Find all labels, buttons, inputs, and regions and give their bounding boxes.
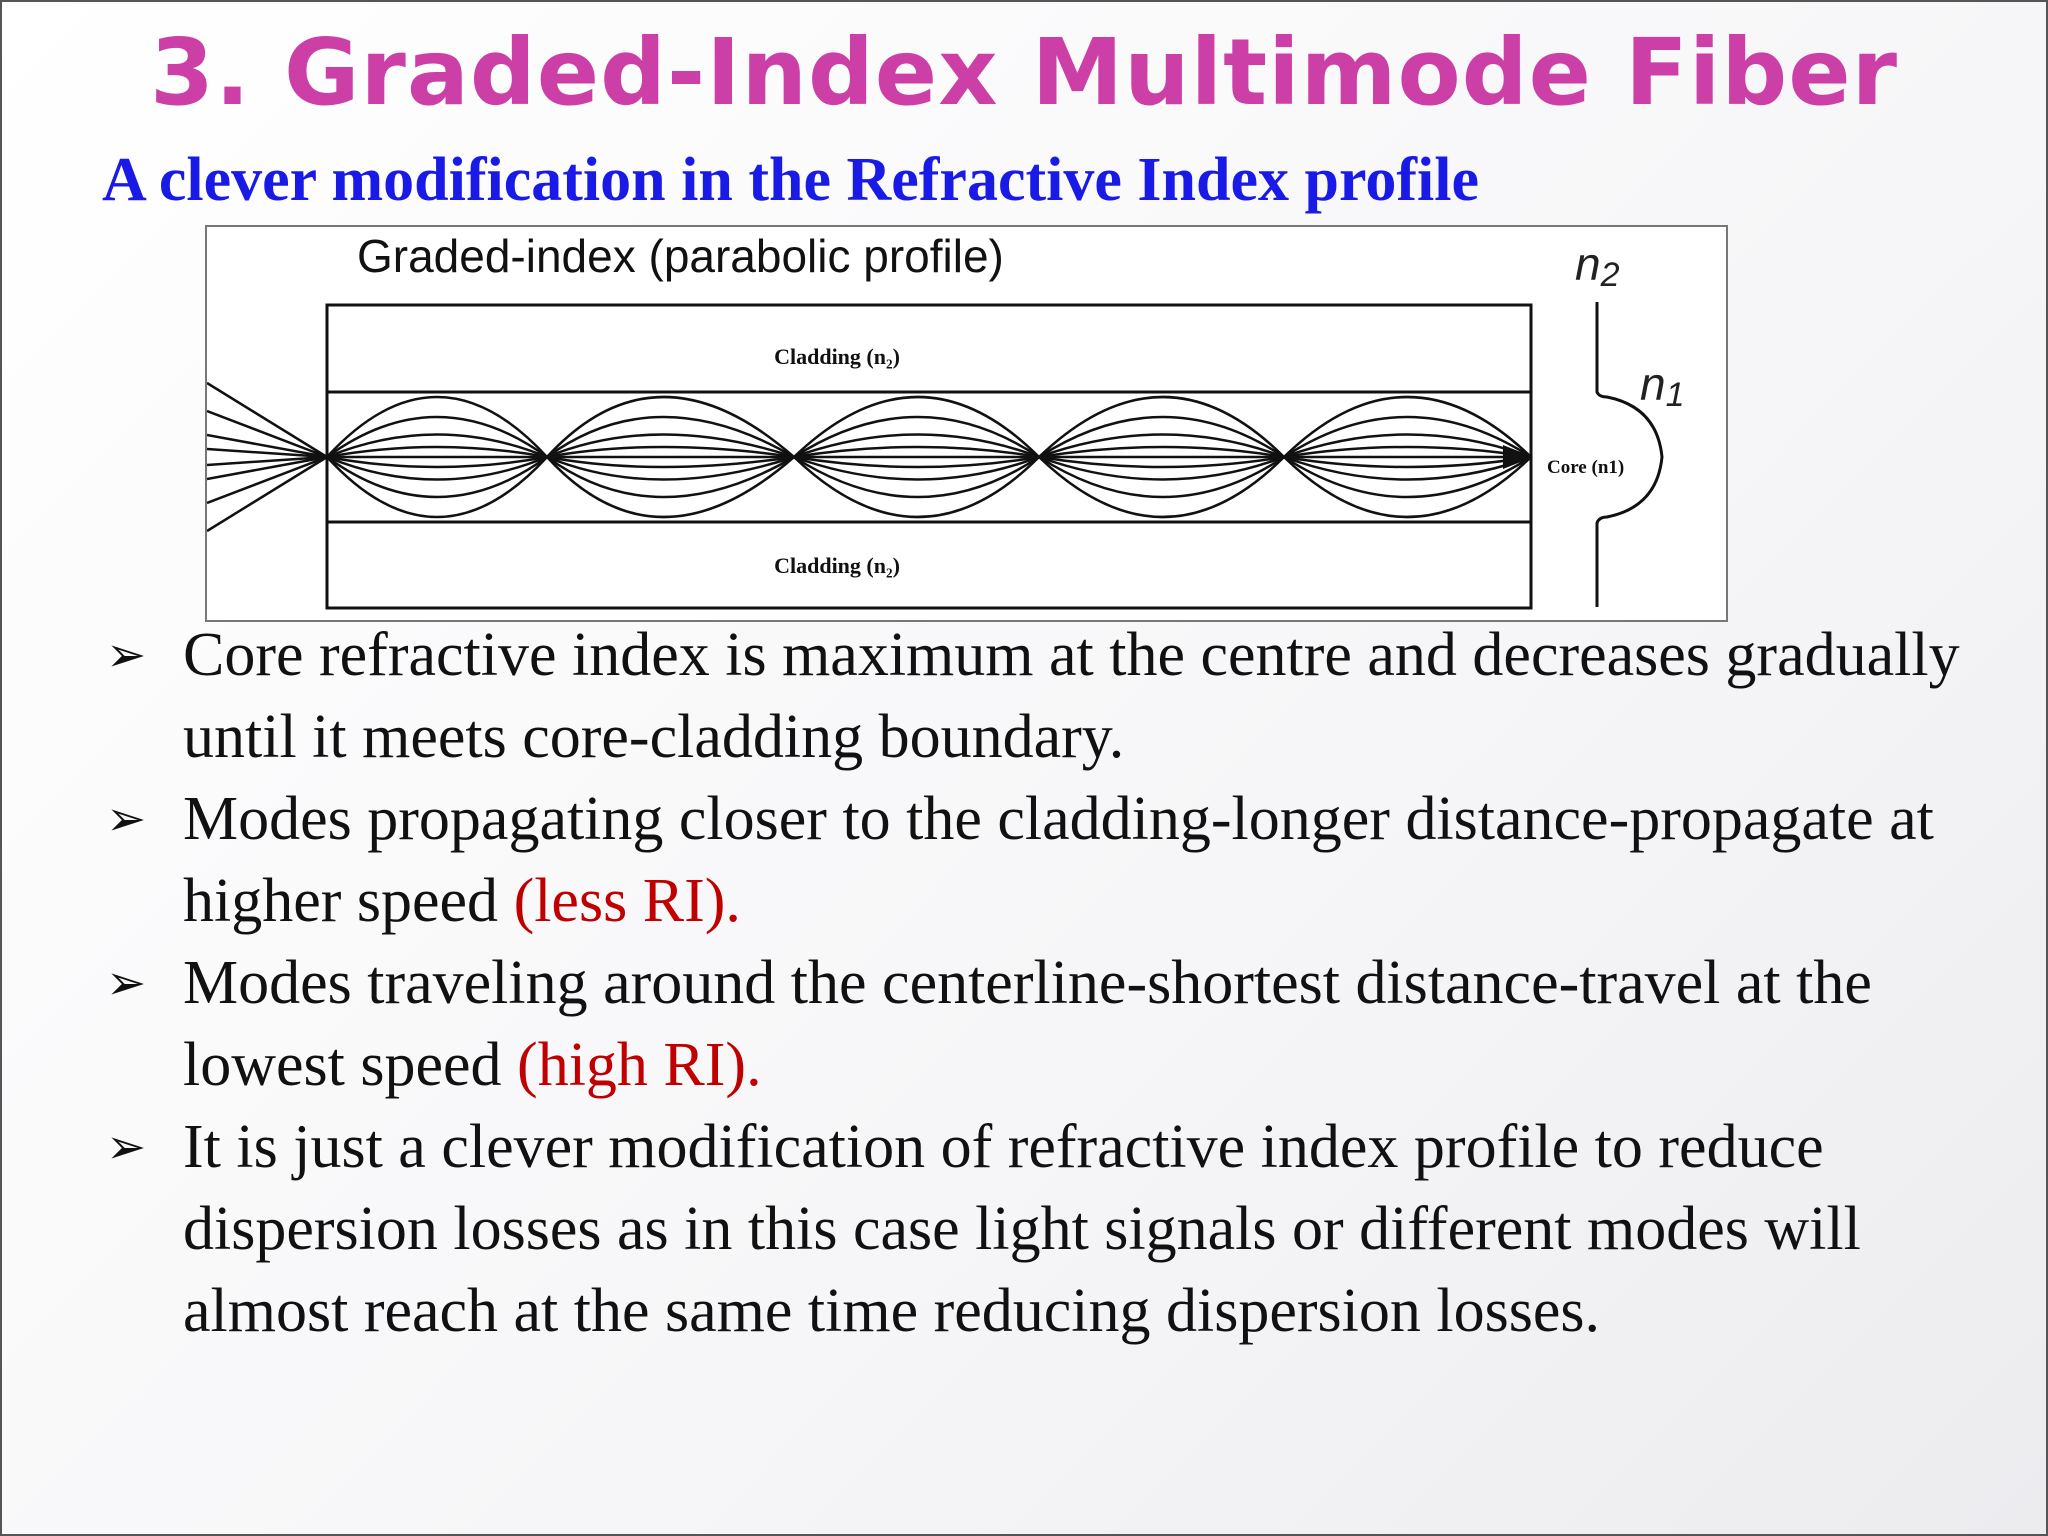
slide-subtitle: A clever modification in the Refractive … [102, 146, 1479, 214]
arrow-bullet-icon: ➢ [106, 627, 147, 683]
bullet-highlight: (high RI). [517, 1031, 762, 1099]
cladding-bottom-label: Cladding (n₂) [774, 553, 900, 578]
arrow-bullet-icon: ➢ [106, 1119, 147, 1175]
fiber-diagram: Graded-index (parabolic profile) Claddin… [207, 230, 1685, 610]
slide-title: 3. Graded-Index Multimode Fiber [149, 19, 1899, 126]
core-label: Core (n1) [1547, 457, 1624, 478]
bullet-highlight: (less RI). [513, 867, 741, 935]
arrow-bullet-icon: ➢ [106, 955, 147, 1011]
n1-label: n1 [1640, 358, 1685, 414]
incoming-rays [207, 381, 328, 533]
graded-index-figure: Graded-index (parabolic profile) Claddin… [205, 225, 1728, 622]
arrow-bullet-icon: ➢ [106, 791, 147, 847]
ray-arrowhead [1503, 445, 1533, 469]
bullet-item: ➢ Modes traveling around the centerline-… [102, 942, 2002, 1106]
figure-heading: Graded-index (parabolic profile) [357, 230, 1004, 282]
bullet-text: It is just a clever modification of refr… [183, 1113, 1861, 1345]
cladding-top-label: Cladding (n₂) [774, 344, 900, 369]
n2-label: n2 [1575, 238, 1620, 294]
bullet-item: ➢ Modes propagating closer to the claddi… [102, 778, 2002, 942]
bullet-item: ➢ It is just a clever modification of re… [102, 1106, 2002, 1352]
bullet-text: Modes propagating closer to the cladding… [183, 785, 1934, 935]
ray-paths [326, 395, 1532, 519]
bullet-list: ➢ Core refractive index is maximum at th… [102, 614, 2002, 1352]
index-profile-curve [1595, 302, 1664, 607]
bullet-text: Core refractive index is maximum at the … [183, 621, 1960, 771]
bullet-text: Modes traveling around the centerline-sh… [183, 949, 1872, 1099]
bullet-item: ➢ Core refractive index is maximum at th… [102, 614, 2002, 778]
